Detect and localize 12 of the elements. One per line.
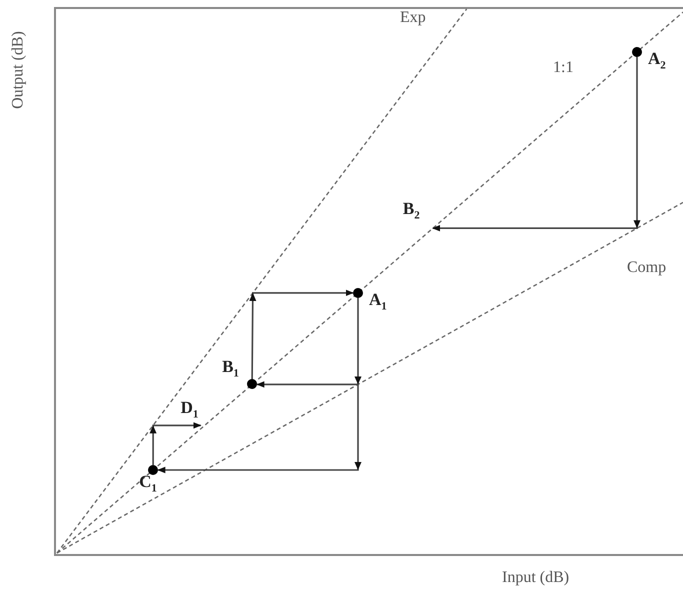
point-label: B$_{2}$ <box>402 200 420 222</box>
point-label: B$_{1}$ <box>222 358 239 380</box>
axis-title: Output (dB) <box>8 31 28 109</box>
line-label: Exp <box>400 8 426 28</box>
line-label: Comp <box>627 258 666 278</box>
point-label: A$_{1}$ <box>369 290 387 312</box>
axis-title: Input (dB) <box>502 568 570 588</box>
point-label: A$_{2}$ <box>648 50 666 72</box>
point-label: D$_{1}$ <box>180 399 198 421</box>
line-label: 1:1 <box>553 58 574 78</box>
point-label: C$_{1}$ <box>139 473 157 494</box>
labeled-point <box>222 358 258 390</box>
